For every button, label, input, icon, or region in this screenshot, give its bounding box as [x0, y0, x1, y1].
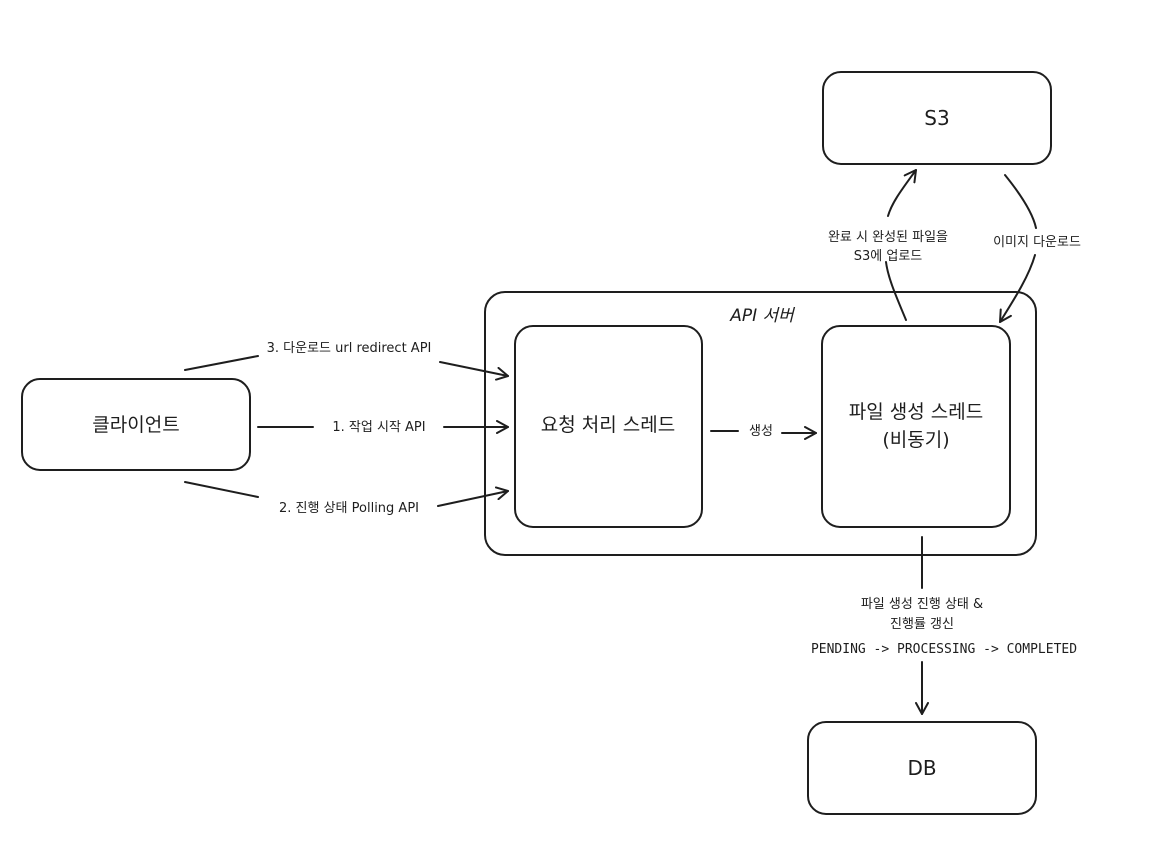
edge-db-update-label-line1: 파일 생성 진행 상태 & — [861, 596, 983, 612]
request-thread-node: 요청 처리 스레드 — [514, 325, 703, 528]
client-label: 클라이언트 — [92, 414, 179, 436]
edge-download-redirect-label: 3. 다운로드 url redirect API — [267, 341, 432, 356]
edge-upload-label-line1: 완료 시 완성된 파일을 — [828, 230, 948, 245]
edge-upload-s3: 완료 시 완성된 파일을 S3에 업로드 — [828, 169, 948, 321]
client-node: 클라이언트 — [21, 378, 251, 471]
edge-status-flow-label: PENDING -> PROCESSING -> COMPLETED — [811, 642, 1077, 657]
edge-polling: 2. 진행 상태 Polling API — [184, 481, 509, 516]
file-thread-async-label: (비동기) — [882, 429, 949, 451]
file-thread-node: 파일 생성 스레드 (비동기) — [821, 325, 1011, 528]
edge-db-update-label-line2: 진행률 갱신 — [890, 616, 954, 632]
edge-start-job: 1. 작업 시작 API — [257, 420, 509, 435]
edge-image-download: 이미지 다운로드 — [993, 174, 1081, 323]
db-label: DB — [907, 756, 936, 780]
edge-image-download-label: 이미지 다운로드 — [993, 235, 1081, 250]
edge-download-redirect: 3. 다운로드 url redirect API — [184, 341, 509, 381]
s3-node: S3 — [822, 71, 1052, 165]
edge-db-update: 파일 생성 진행 상태 & 진행률 갱신 PENDING -> PROCESSI… — [811, 536, 1077, 715]
db-node: DB — [807, 721, 1037, 815]
edge-start-job-label: 1. 작업 시작 API — [332, 420, 425, 435]
request-thread-label: 요청 처리 스레드 — [541, 414, 675, 436]
edge-create: 생성 — [710, 424, 817, 440]
s3-label: S3 — [924, 106, 949, 130]
edge-polling-label: 2. 진행 상태 Polling API — [279, 500, 419, 516]
api-server-label: API 서버 — [729, 306, 796, 326]
file-thread-label: 파일 생성 스레드 — [849, 401, 983, 423]
edge-upload-label-line2: S3에 업로드 — [854, 249, 923, 264]
edge-create-label: 생성 — [749, 424, 773, 439]
